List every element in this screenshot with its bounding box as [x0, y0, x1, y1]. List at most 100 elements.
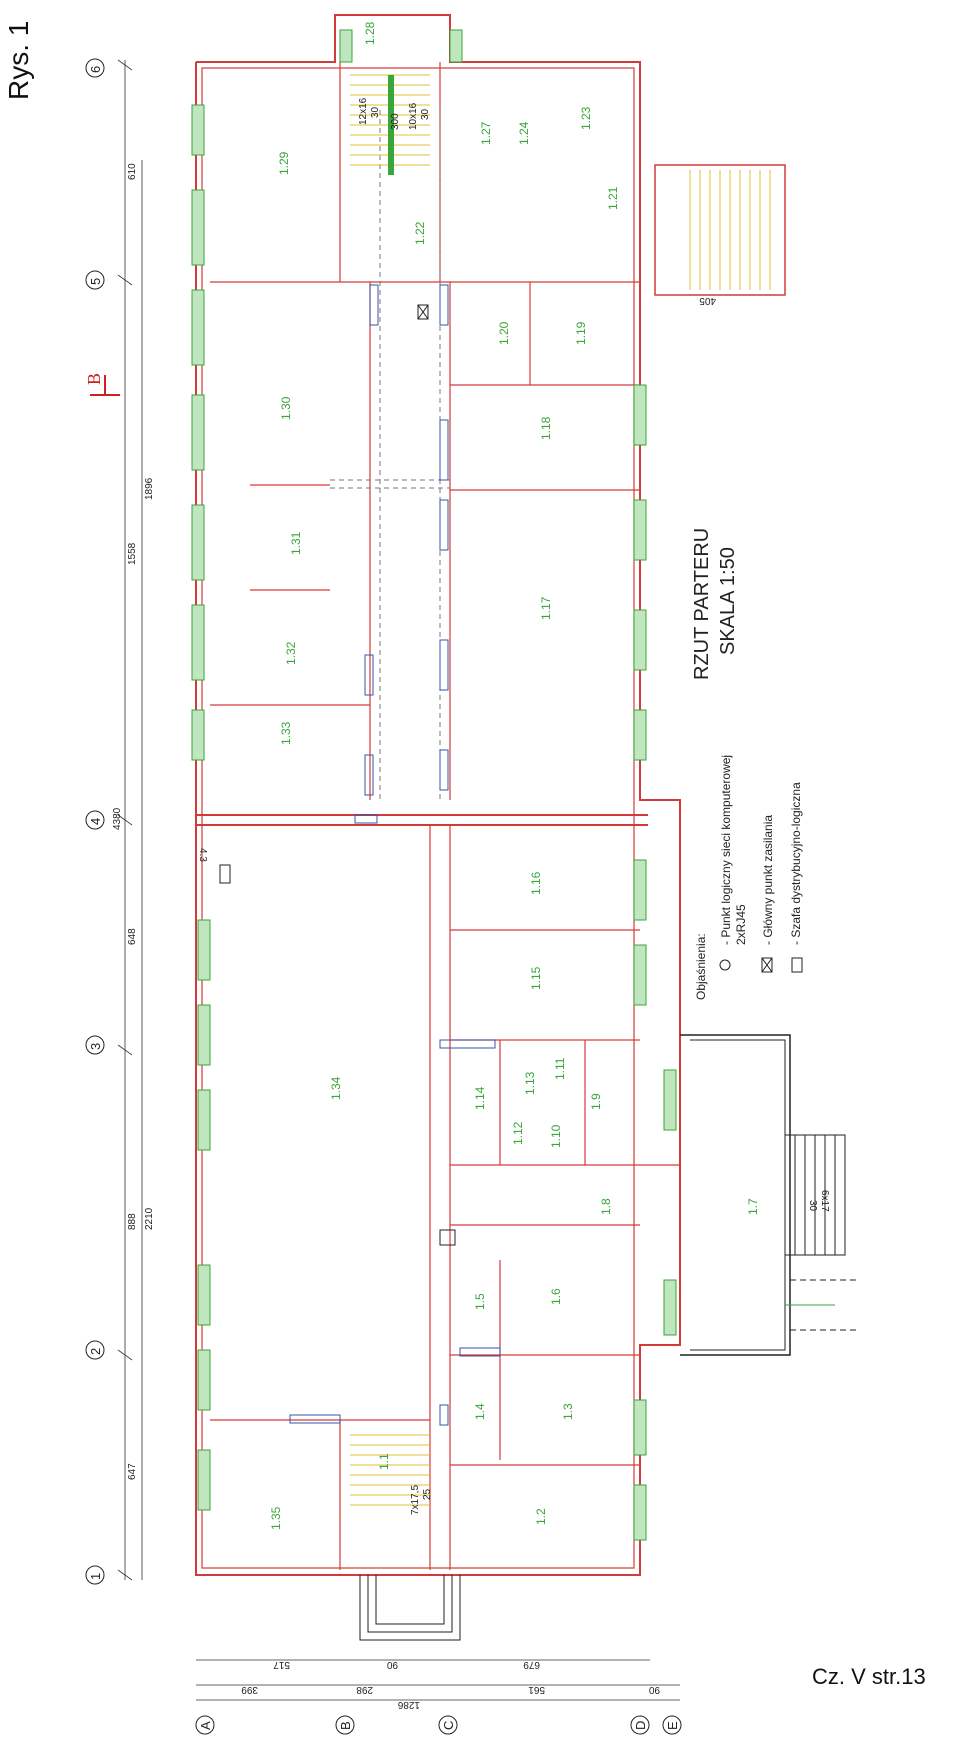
corridor-dashes — [330, 110, 450, 800]
room-label: 1.2 — [534, 1508, 548, 1525]
lettered-axes: A B C D E — [195, 1715, 682, 1735]
room-label: 1.11 — [553, 1057, 567, 1080]
misc-dim: 405 — [699, 295, 716, 306]
room-label: 1.19 — [574, 321, 588, 345]
plan-scale-text: SKALA 1:50 — [717, 547, 739, 655]
figure-label-text: Rys. 1 — [3, 21, 34, 100]
dimension-text: 90 — [386, 1659, 398, 1670]
stair-text: 25 — [422, 1488, 433, 1500]
room-label: 1.21 — [606, 186, 620, 210]
section-marker: B — [84, 373, 120, 396]
stair-text: 30 — [370, 106, 381, 118]
stair-text: 10x16 — [408, 102, 419, 130]
dimension-text: 679 — [523, 1659, 540, 1670]
plan-title: RZUT PARTERU SKALA 1:50 — [691, 528, 739, 680]
room-label: 1.29 — [277, 151, 291, 175]
room-label: 1.23 — [579, 106, 593, 130]
outer-walls — [195, 14, 681, 1576]
terrace-entrance — [680, 1034, 860, 1356]
legend: Objaśnienia: - Punkt logiczny sieci komp… — [694, 755, 803, 1000]
room-label: 1.9 — [589, 1093, 603, 1110]
room-label: 1.27 — [479, 121, 493, 145]
room-label: 1.24 — [517, 121, 531, 145]
room-label: 1.16 — [529, 871, 543, 895]
left-dimensions: 647 888 648 1558 610 2210 4380 1896 — [112, 59, 155, 1581]
room-label: 1.35 — [269, 1506, 283, 1530]
axis-label: 5 — [88, 278, 103, 285]
room-label: 1.33 — [279, 721, 293, 745]
dimension-text: 1896 — [144, 477, 155, 500]
legend-item: - Szafa dystrybucyjno-logiczna — [789, 782, 803, 945]
dimension-text: 648 — [127, 928, 138, 945]
dimension-text: 399 — [241, 1684, 258, 1695]
room-label: 1.20 — [497, 321, 511, 345]
stair-text: 7x17,5 — [410, 1485, 421, 1515]
dimension-text: 647 — [127, 1463, 138, 1480]
room-label: 1.28 — [363, 21, 377, 45]
room-label: 1.30 — [279, 396, 293, 420]
distribution-cabinets — [219, 284, 501, 1426]
dimension-text: 561 — [528, 1684, 545, 1695]
legend-item: - Punkt logiczny sieci komputerowej — [719, 755, 733, 945]
stair-text: 30 — [807, 1200, 818, 1212]
dimension-text: 2210 — [144, 1207, 155, 1230]
dimension-text: 4380 — [112, 807, 123, 830]
room-label: 1.3 — [561, 1403, 575, 1420]
room-label: 1.8 — [599, 1198, 613, 1215]
page-number: Cz. V str.13 — [812, 1664, 926, 1689]
room-label: 1.18 — [539, 416, 553, 440]
room-label: 1.32 — [284, 641, 298, 665]
axis-label: C — [441, 1721, 456, 1730]
dimension-text: 1286 — [397, 1699, 420, 1710]
room-label: 1.22 — [413, 221, 427, 245]
dimension-text: 298 — [356, 1684, 373, 1695]
axis-label: A — [198, 1721, 213, 1730]
dimension-text: 888 — [127, 1213, 138, 1230]
legend-heading: Objaśnienia: — [694, 933, 708, 1000]
axis-label: 2 — [88, 1348, 103, 1355]
main-power-point-icon — [417, 304, 429, 320]
axis-label: 6 — [88, 66, 103, 73]
stair-text: 300 — [390, 113, 401, 130]
dimension-text: 517 — [273, 1659, 290, 1670]
dimension-text: 1558 — [127, 542, 138, 565]
interior-walls — [210, 62, 680, 1570]
room-labels: 1.28 1.29 1.22 1.27 1.24 1.23 1.21 1.30 … — [269, 21, 760, 1530]
dimension-text: 90 — [648, 1684, 660, 1695]
room-label: 1.12 — [511, 1121, 525, 1145]
room-label: 1.14 — [473, 1086, 487, 1110]
section-marker-text: B — [84, 373, 104, 385]
axis-label: 3 — [88, 1043, 103, 1050]
axis-label: 1 — [88, 1573, 103, 1580]
room-label: 1.7 — [746, 1198, 760, 1215]
stairs-top — [350, 74, 430, 175]
stairs-bottom — [350, 1434, 430, 1506]
room-label: 1.10 — [549, 1124, 563, 1148]
stair-text: 6x17 — [819, 1190, 830, 1212]
windows — [191, 29, 677, 1541]
misc-dim: 4.3 — [197, 848, 208, 862]
cabinet-icon — [791, 957, 803, 973]
power-point-icon — [761, 957, 773, 973]
stair-text: 12x16 — [358, 97, 369, 125]
axis-label: B — [338, 1721, 353, 1730]
axis-label: D — [633, 1721, 648, 1730]
legend-item: - Główny punkt zasilania — [761, 815, 775, 945]
plan-title-text: RZUT PARTERU — [691, 528, 713, 680]
dimension-text: 610 — [127, 163, 138, 180]
axis-label: 4 — [88, 818, 103, 825]
room-label: 1.5 — [473, 1293, 487, 1310]
room-label: 1.13 — [523, 1071, 537, 1095]
figure-label: Rys. 1 — [0, 0, 60, 140]
bottom-dimensions: 517 90 679 399 298 561 90 1286 — [196, 1659, 680, 1710]
room-label: 1.34 — [329, 1076, 343, 1100]
network-point-icon — [719, 959, 731, 971]
legend-item: 2xRJ45 — [734, 904, 748, 945]
room-label: 1.17 — [539, 596, 553, 620]
room-label: 1.15 — [529, 966, 543, 990]
room-label: 1.6 — [549, 1288, 563, 1305]
room-label: 1.31 — [289, 531, 303, 555]
stairs-exterior-right — [654, 164, 786, 296]
room-label: 1.1 — [377, 1453, 391, 1470]
